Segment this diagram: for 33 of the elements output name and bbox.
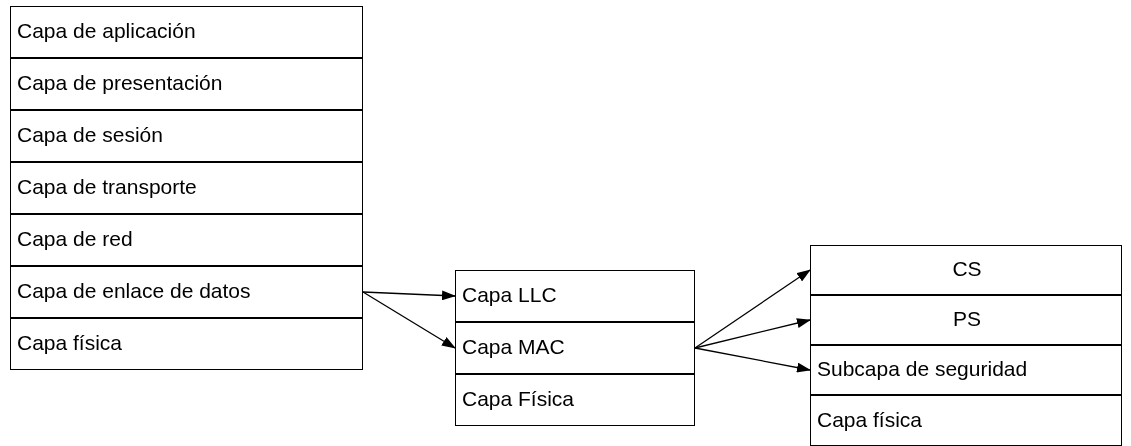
layer-box [10, 6, 363, 58]
layer-label: Subcapa de seguridad [817, 356, 1029, 381]
layer-label: Capa de aplicación [17, 18, 197, 43]
layer-box [810, 345, 1122, 395]
layer-box [810, 245, 1122, 295]
layer-label: Capa física [817, 407, 924, 432]
layer-box [455, 374, 695, 426]
layer-box [10, 266, 363, 318]
arrow [694, 269, 811, 349]
layer-label: Capa de transporte [17, 174, 198, 199]
layer-label: Capa MAC [462, 334, 566, 359]
layer-box [10, 110, 363, 162]
layer-label: Capa Física [462, 386, 576, 411]
layer-label: Capa de red [17, 226, 134, 251]
layer-box [10, 58, 363, 110]
layer-box [10, 318, 363, 370]
arrow [694, 347, 811, 373]
arrow [694, 318, 811, 349]
layer-label: Capa de sesión [17, 122, 164, 147]
layer-label: Capa física [17, 330, 124, 355]
layer-box [10, 162, 363, 214]
arrow [362, 291, 456, 349]
layer-label: PS [952, 306, 982, 331]
layer-box [810, 395, 1122, 446]
layer-box [455, 270, 695, 322]
layer-box [455, 322, 695, 374]
layer-label: Capa de enlace de datos [17, 278, 252, 303]
layer-label: Capa LLC [462, 282, 558, 307]
arrow [362, 290, 456, 301]
layer-label: CS [951, 256, 983, 281]
layer-box [10, 214, 363, 266]
layer-label: Capa de presentación [17, 70, 224, 95]
layer-box [810, 295, 1122, 345]
